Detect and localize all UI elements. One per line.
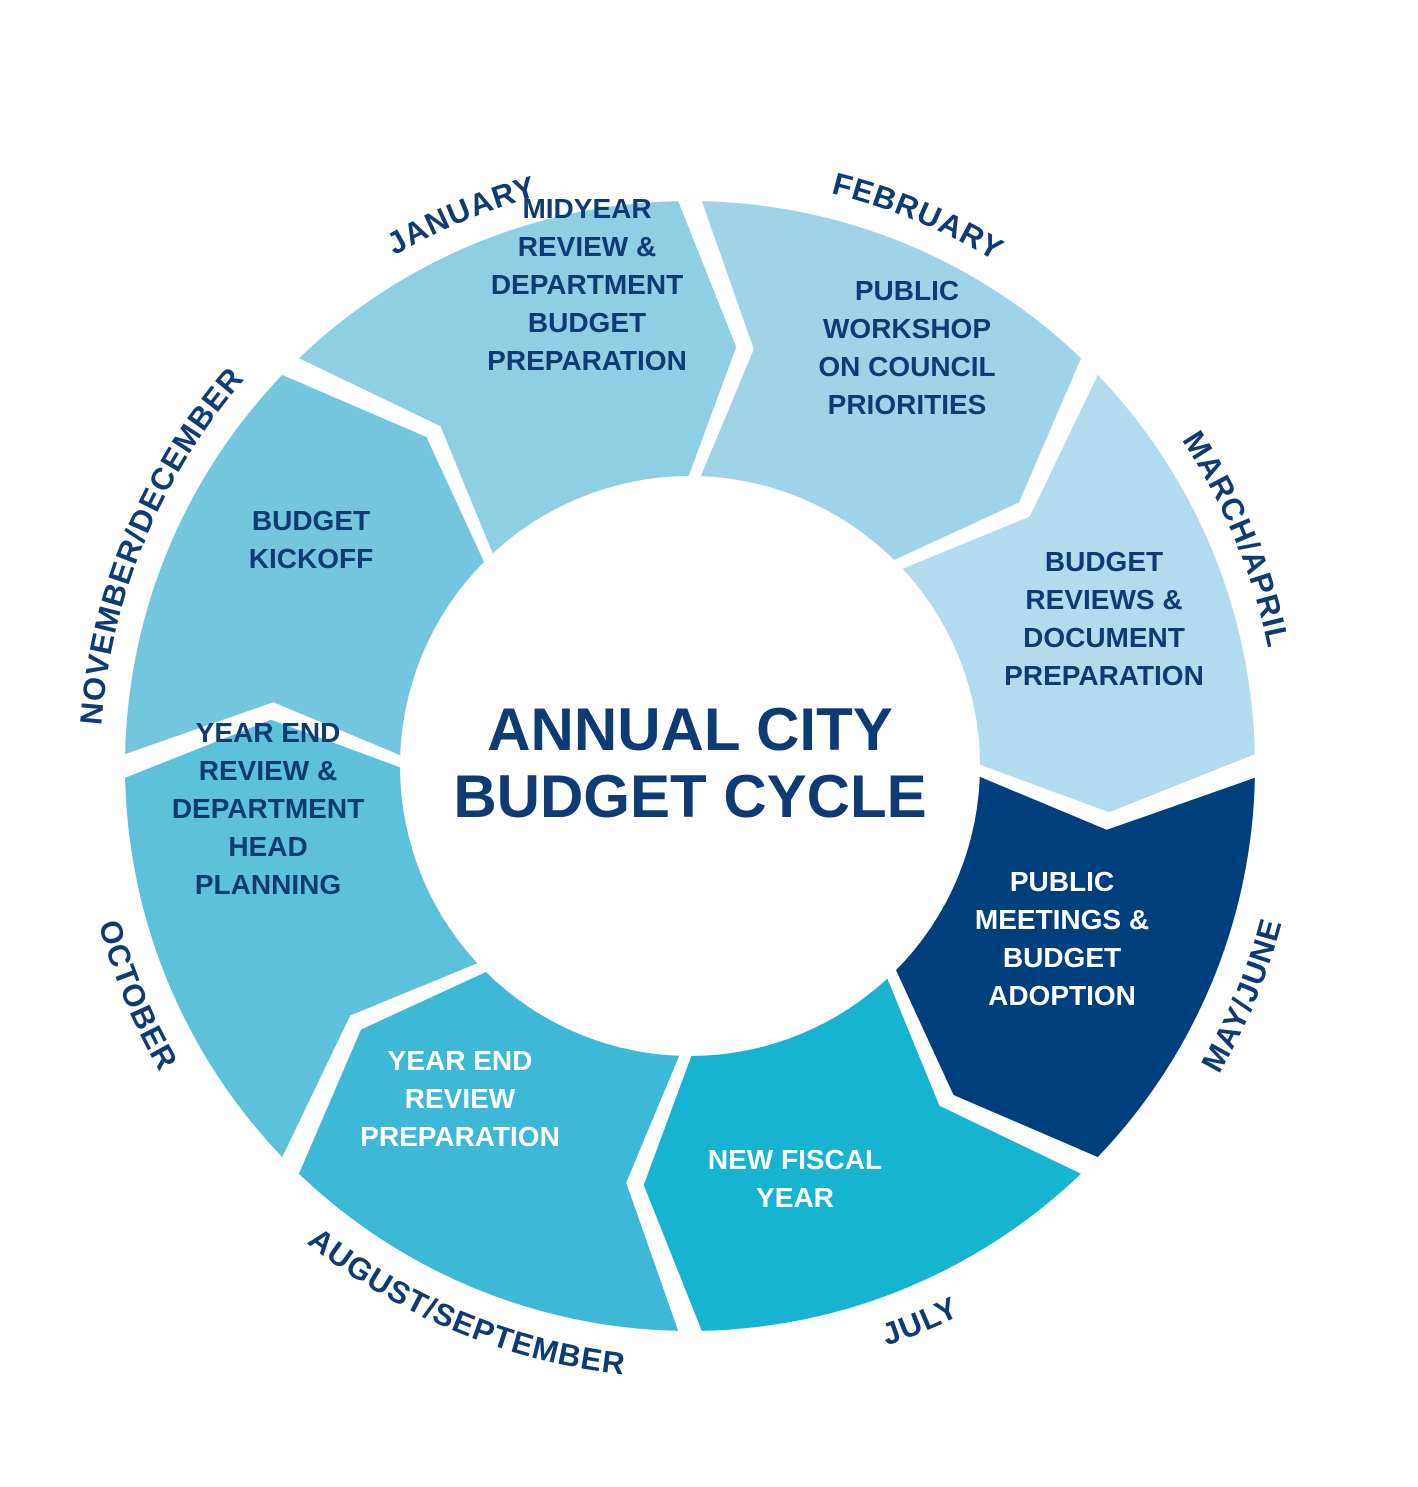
stage-3-text-line: PREPARATION	[1004, 660, 1204, 691]
center-title-line-2: BUDGET CYCLE	[453, 763, 926, 830]
stage-7-text-line: DEPARTMENT	[172, 793, 364, 824]
stage-7-text-line: REVIEW &	[199, 755, 337, 786]
stage-segment-6	[298, 966, 685, 1331]
stage-segment-1	[298, 201, 737, 566]
stage-8-text-line: BUDGET	[252, 505, 370, 536]
stage-4-text-line: ADOPTION	[988, 980, 1136, 1011]
stage-4-text-line: MEETINGS &	[975, 904, 1149, 935]
stage-5-text-line: YEAR	[756, 1182, 834, 1213]
stage-segment-2	[695, 201, 1082, 566]
stage-2-text-line: ON COUNCIL	[818, 351, 995, 382]
stage-5-text-line: NEW FISCAL	[708, 1144, 882, 1175]
stage-7-text-line: PLANNING	[195, 869, 341, 900]
stage-8-text-line: KICKOFF	[249, 543, 373, 574]
month-label-5: JULY	[877, 1290, 964, 1353]
stage-6-text-line: YEAR END	[388, 1045, 533, 1076]
stage-2-text-line: PUBLIC	[855, 275, 959, 306]
stage-1-text-line: REVIEW &	[518, 231, 656, 262]
stage-segment-4	[890, 771, 1255, 1158]
stage-segment-5	[643, 966, 1082, 1331]
stage-3-text-line: REVIEWS &	[1025, 584, 1182, 615]
stage-segment-3	[890, 374, 1255, 813]
segment-labels: MIDYEAR REVIEW & DEPARTMENT BUDGET PREPARATI…	[172, 193, 1204, 1213]
stage-7-text-line: YEAR END	[196, 717, 341, 748]
stage-6-text-line: REVIEW	[405, 1083, 516, 1114]
stage-3-text-line: BUDGET	[1045, 546, 1163, 577]
center-title-line-1: ANNUAL CITY	[487, 696, 893, 763]
center-circle	[400, 476, 980, 1056]
stage-1-text-line: PREPARATION	[487, 345, 687, 376]
cycle-segments	[125, 201, 1255, 1331]
stage-2-text-line: PRIORITIES	[828, 389, 987, 420]
stage-1-text-line: DEPARTMENT	[491, 269, 683, 300]
stage-7-text-line: HEAD	[228, 831, 307, 862]
stage-segment-8	[125, 374, 490, 761]
stage-4-text-line: BUDGET	[1003, 942, 1121, 973]
stage-2-text-line: WORKSHOP	[823, 313, 991, 344]
stage-3-text-line: DOCUMENT	[1023, 622, 1185, 653]
stage-1-text-line: MIDYEAR	[522, 193, 651, 224]
stage-4-text-line: PUBLIC	[1010, 866, 1114, 897]
stage-segment-7	[125, 719, 490, 1158]
stage-6-text-line: PREPARATION	[360, 1121, 560, 1152]
stage-1-text-line: BUDGET	[528, 307, 646, 338]
